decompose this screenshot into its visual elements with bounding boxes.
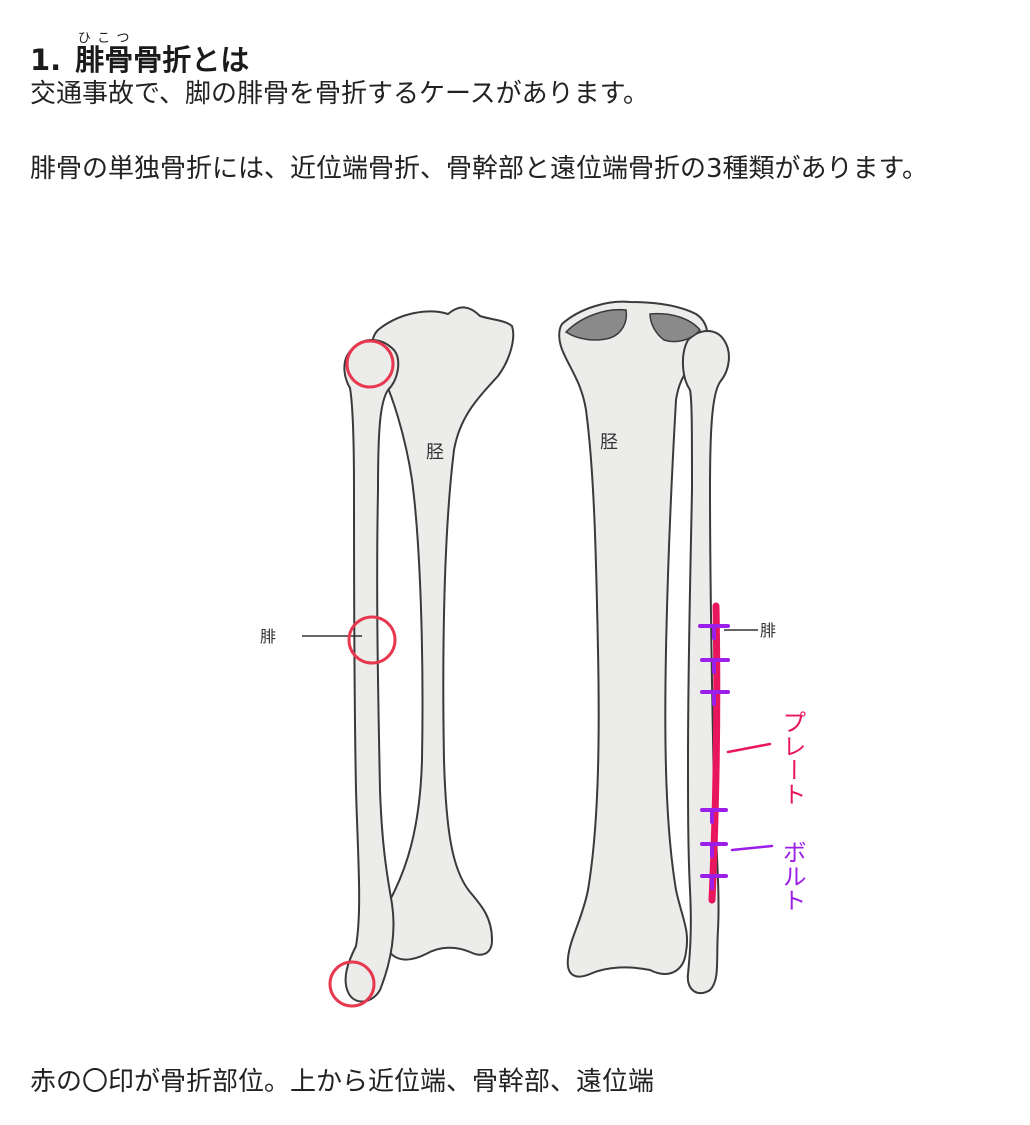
section-number: 1. (30, 43, 62, 78)
right-tibia-cartilage-left (564, 308, 628, 341)
fracture-circle-shaft (347, 615, 397, 665)
heading-title-rest: 骨折とは (133, 43, 250, 78)
right-tibia-label: 胫 (600, 432, 618, 453)
plate-pointer (726, 742, 772, 754)
right-fibula-bone (682, 330, 730, 995)
bolt-3 (700, 690, 730, 706)
bolt-label: ボルト (778, 840, 806, 912)
right-fibula-label: 腓 (760, 621, 776, 640)
bolt-6 (700, 874, 728, 890)
plate-label: プレート (778, 710, 806, 806)
bolt-pointer (730, 844, 774, 852)
bolt-1 (698, 624, 730, 640)
right-tibia-cartilage-right (649, 312, 701, 343)
fracture-circle-distal (328, 960, 376, 1008)
heading-ruby-reading: ひこつ (75, 31, 134, 47)
intro-paragraph: 交通事故で、脚の腓骨を骨折するケースがあります。 (30, 79, 650, 109)
bolt-4 (700, 808, 728, 824)
bolt-2 (700, 658, 730, 674)
types-paragraph: 腓骨の単独骨折には、近位端骨折、骨幹部と遠位端骨折の3種類があります。 (30, 154, 928, 184)
left-fibula-bone (343, 339, 400, 1003)
bone-illustration: 胫 腓 胫 腓 プレート ボルト (230, 290, 830, 1020)
fixation-plate (708, 602, 721, 904)
right-tibia-bone (558, 300, 709, 978)
heading-ruby: 腓骨ひこつ (75, 31, 134, 78)
bone-diagram-svg: 胫 腓 胫 腓 プレート ボルト (260, 300, 806, 1008)
figure-caption: 赤の〇印が骨折部位。上から近位端、骨幹部、遠位端 (30, 1067, 655, 1097)
fracture-circle-proximal (345, 339, 395, 389)
left-tibia-label: 胫 (426, 442, 444, 463)
heading-ruby-base: 腓骨 (75, 43, 134, 78)
bolt-5 (700, 842, 728, 858)
section-heading: 1. 腓骨ひこつ骨折とは (30, 31, 249, 75)
left-fibula-label: 腓 (260, 627, 276, 646)
left-tibia-bone (371, 306, 515, 961)
